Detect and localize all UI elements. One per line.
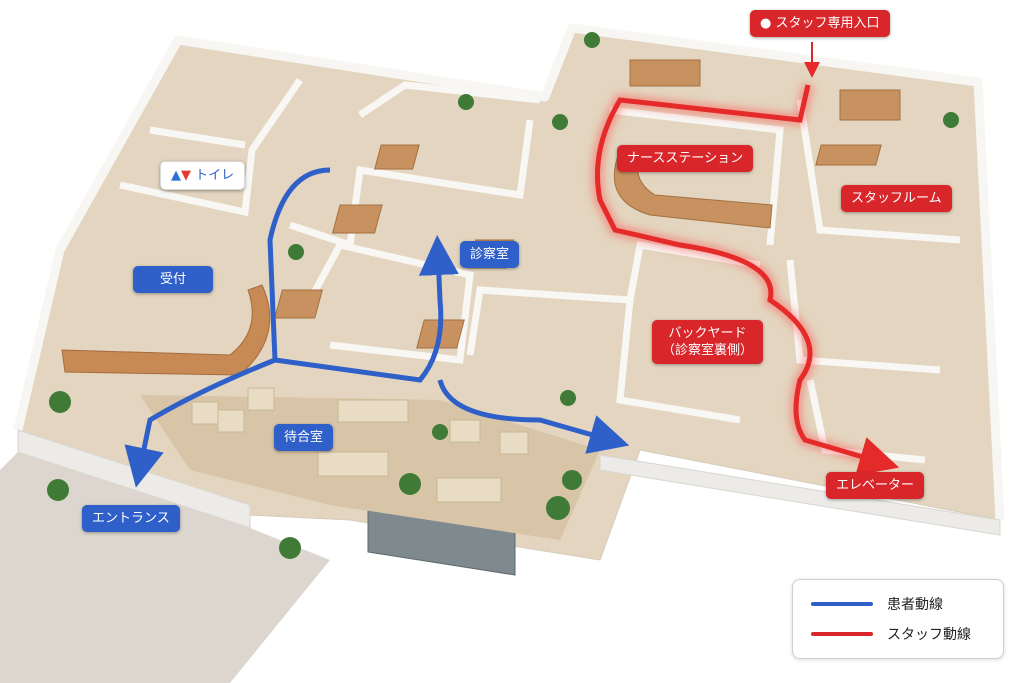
sofas <box>191 387 529 503</box>
outer-wall <box>13 23 1005 521</box>
legend-item-staff: スタッフ動線 <box>811 624 971 644</box>
backyard-label-line1: バックヤード <box>668 326 747 341</box>
exam-room-label: 診察室 <box>460 241 520 268</box>
patient-route <box>124 167 630 488</box>
legend: 患者動線 スタッフ動線 <box>792 579 1004 659</box>
reception-counter <box>61 284 271 376</box>
toilet-label: ▲▼ トイレ <box>160 161 246 190</box>
legend-swatch-patient <box>811 602 873 606</box>
waiting-room-label: 待合室 <box>274 424 334 451</box>
staff-room-label: スタッフルーム <box>841 185 952 212</box>
legend-swatch-staff <box>811 632 873 636</box>
elevator-label: エレベーター <box>826 472 925 499</box>
plants <box>47 32 959 559</box>
nurse-station-label: ナースステーション <box>617 145 754 172</box>
furniture <box>274 59 901 349</box>
reception-label: 受付 <box>133 266 213 293</box>
legend-item-patient: 患者動線 <box>811 594 943 614</box>
staff-route <box>591 83 900 476</box>
staff-entrance-label: ● スタッフ専用入口 <box>750 10 890 37</box>
entrance-label: エントランス <box>82 505 180 532</box>
person-icon: ● <box>760 16 772 31</box>
restroom-icon: ▲▼ <box>171 168 191 183</box>
backyard-label: バックヤード （診察室裏側） <box>652 320 764 364</box>
backyard-label-line2: （診察室裏側） <box>662 343 754 358</box>
